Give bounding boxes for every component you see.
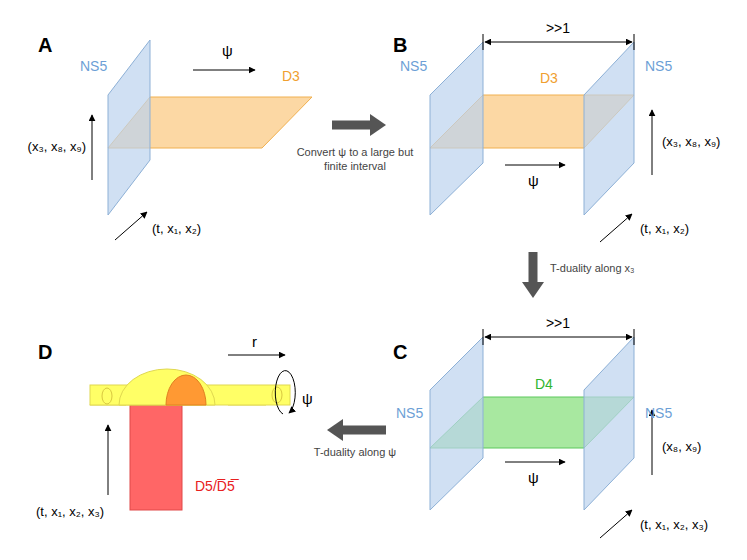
- panel-letter: C: [393, 342, 407, 362]
- axis-arrow: [600, 214, 632, 242]
- diagram-label: NS5: [80, 58, 107, 74]
- diagram-label: ψ: [222, 42, 233, 59]
- arrow-head: [327, 419, 343, 441]
- diagram-label: >>1: [546, 20, 570, 36]
- diagram-label: D5/D̅5̅: [195, 478, 235, 494]
- arrow-shaft: [342, 426, 386, 435]
- fiber-circle: [272, 387, 282, 403]
- edge-label: T-duality along x₃: [550, 262, 635, 276]
- ns5-brane: [430, 42, 483, 215]
- axis-arrow: [92, 115, 93, 180]
- ns5-brane: [584, 42, 634, 215]
- arrow-head: [522, 282, 544, 298]
- diagram-label: ψ: [528, 469, 539, 486]
- diagram-label: NS5: [396, 405, 423, 421]
- fiber-circle: [102, 388, 112, 404]
- dimension-line: [485, 337, 632, 338]
- arrow-head: [370, 114, 386, 136]
- diagram-label: (t, x₁, x₂): [152, 222, 201, 237]
- dimension-tick: [483, 34, 484, 50]
- diagram-label: (t, x₁, x₂, x₃): [36, 505, 104, 520]
- panel-letter: B: [393, 35, 407, 55]
- dimension-line: [485, 42, 632, 43]
- overlap-region: [166, 375, 206, 405]
- diagram-label: NS5: [400, 58, 427, 74]
- diagram-label: (t, x₁, x₂): [640, 222, 689, 237]
- diagram-label: (x₈, x₉): [662, 440, 701, 455]
- axis-arrow: [505, 462, 565, 463]
- diagram-label: r: [252, 333, 257, 350]
- diagram-label: (t, x₁, x₂, x₃): [640, 518, 708, 533]
- axis-arrow: [115, 212, 147, 240]
- edge-label: Convert ψ to a large but finite interval: [289, 146, 421, 174]
- diagram-label: (x₃, x₈, x₉): [662, 135, 720, 150]
- diagram-label: >>1: [546, 315, 570, 331]
- d5-brane: [130, 405, 182, 510]
- diagram-label: NS5: [645, 405, 672, 421]
- ns5-brane: [108, 40, 150, 215]
- diagram-label: D3: [540, 70, 558, 86]
- axis-arrow: [652, 110, 653, 175]
- figure-panel: A: [30, 25, 330, 250]
- geometry-dome: [119, 369, 215, 405]
- diagram-label: (x₃, x₈, x₉): [28, 140, 86, 155]
- axis-arrow: [193, 70, 255, 71]
- ns5-brane: [584, 337, 634, 510]
- diagram-label: ψ: [302, 390, 313, 407]
- panel-letter: A: [38, 35, 52, 55]
- edge-label: T-duality along ψ: [289, 446, 421, 460]
- process-arrow: [332, 114, 386, 136]
- diagram-label: D3: [282, 68, 300, 84]
- process-arrow: [522, 252, 544, 298]
- diagram-label: NS5: [645, 58, 672, 74]
- axis-arrow: [228, 355, 285, 356]
- diagram-label: ψ: [528, 172, 539, 189]
- arrow-shaft: [529, 252, 538, 283]
- diagram-label: D4: [535, 376, 553, 392]
- axis-arrow: [600, 510, 632, 538]
- process-arrow: [327, 419, 386, 441]
- dimension-tick: [483, 329, 484, 345]
- axis-arrow: [505, 165, 565, 166]
- circle-arrow: [275, 371, 295, 414]
- dimension-tick: [634, 329, 635, 345]
- figure-panel: C: [388, 300, 743, 550]
- dimension-tick: [634, 34, 635, 50]
- ns5-brane: [430, 337, 483, 510]
- panel-letter: D: [38, 342, 52, 362]
- axis-arrow: [108, 425, 109, 495]
- arrow-shaft: [332, 121, 371, 130]
